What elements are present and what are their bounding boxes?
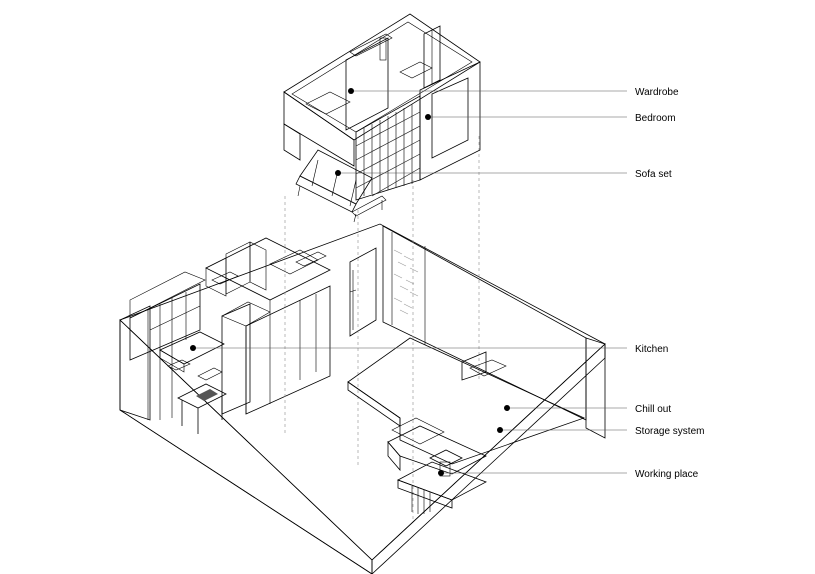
label-wardrobe: Wardrobe	[635, 87, 679, 98]
projection-lines	[284, 136, 480, 520]
label-storage-system: Storage system	[635, 426, 704, 437]
chill-out-platform	[347, 337, 586, 465]
leader-lines	[190, 88, 627, 476]
label-bedroom: Bedroom	[635, 113, 676, 124]
dot-working-place	[438, 470, 444, 476]
labels: Wardrobe Bedroom Sofa set Kitchen Chill …	[635, 87, 704, 480]
label-chill-out: Chill out	[635, 404, 671, 415]
dot-chill-out	[504, 405, 510, 411]
brick-column	[393, 249, 419, 315]
entrance-door	[349, 247, 377, 337]
right-exterior-wall	[382, 225, 606, 439]
label-working-place: Working place	[635, 469, 699, 480]
label-sofa-set: Sofa set	[635, 169, 672, 180]
dot-sofa-set	[335, 170, 341, 176]
dot-storage-system	[497, 427, 503, 433]
mezzanine-module	[283, 13, 481, 223]
label-kitchen: Kitchen	[635, 344, 668, 355]
dot-kitchen	[190, 345, 196, 351]
storage-steps	[387, 417, 487, 475]
dot-wardrobe	[348, 88, 354, 94]
working-desk	[397, 449, 487, 514]
bathroom-core	[205, 237, 331, 415]
kitchen-block	[119, 271, 271, 434]
apartment-floor-slab	[119, 223, 606, 574]
dot-bedroom	[425, 114, 431, 120]
